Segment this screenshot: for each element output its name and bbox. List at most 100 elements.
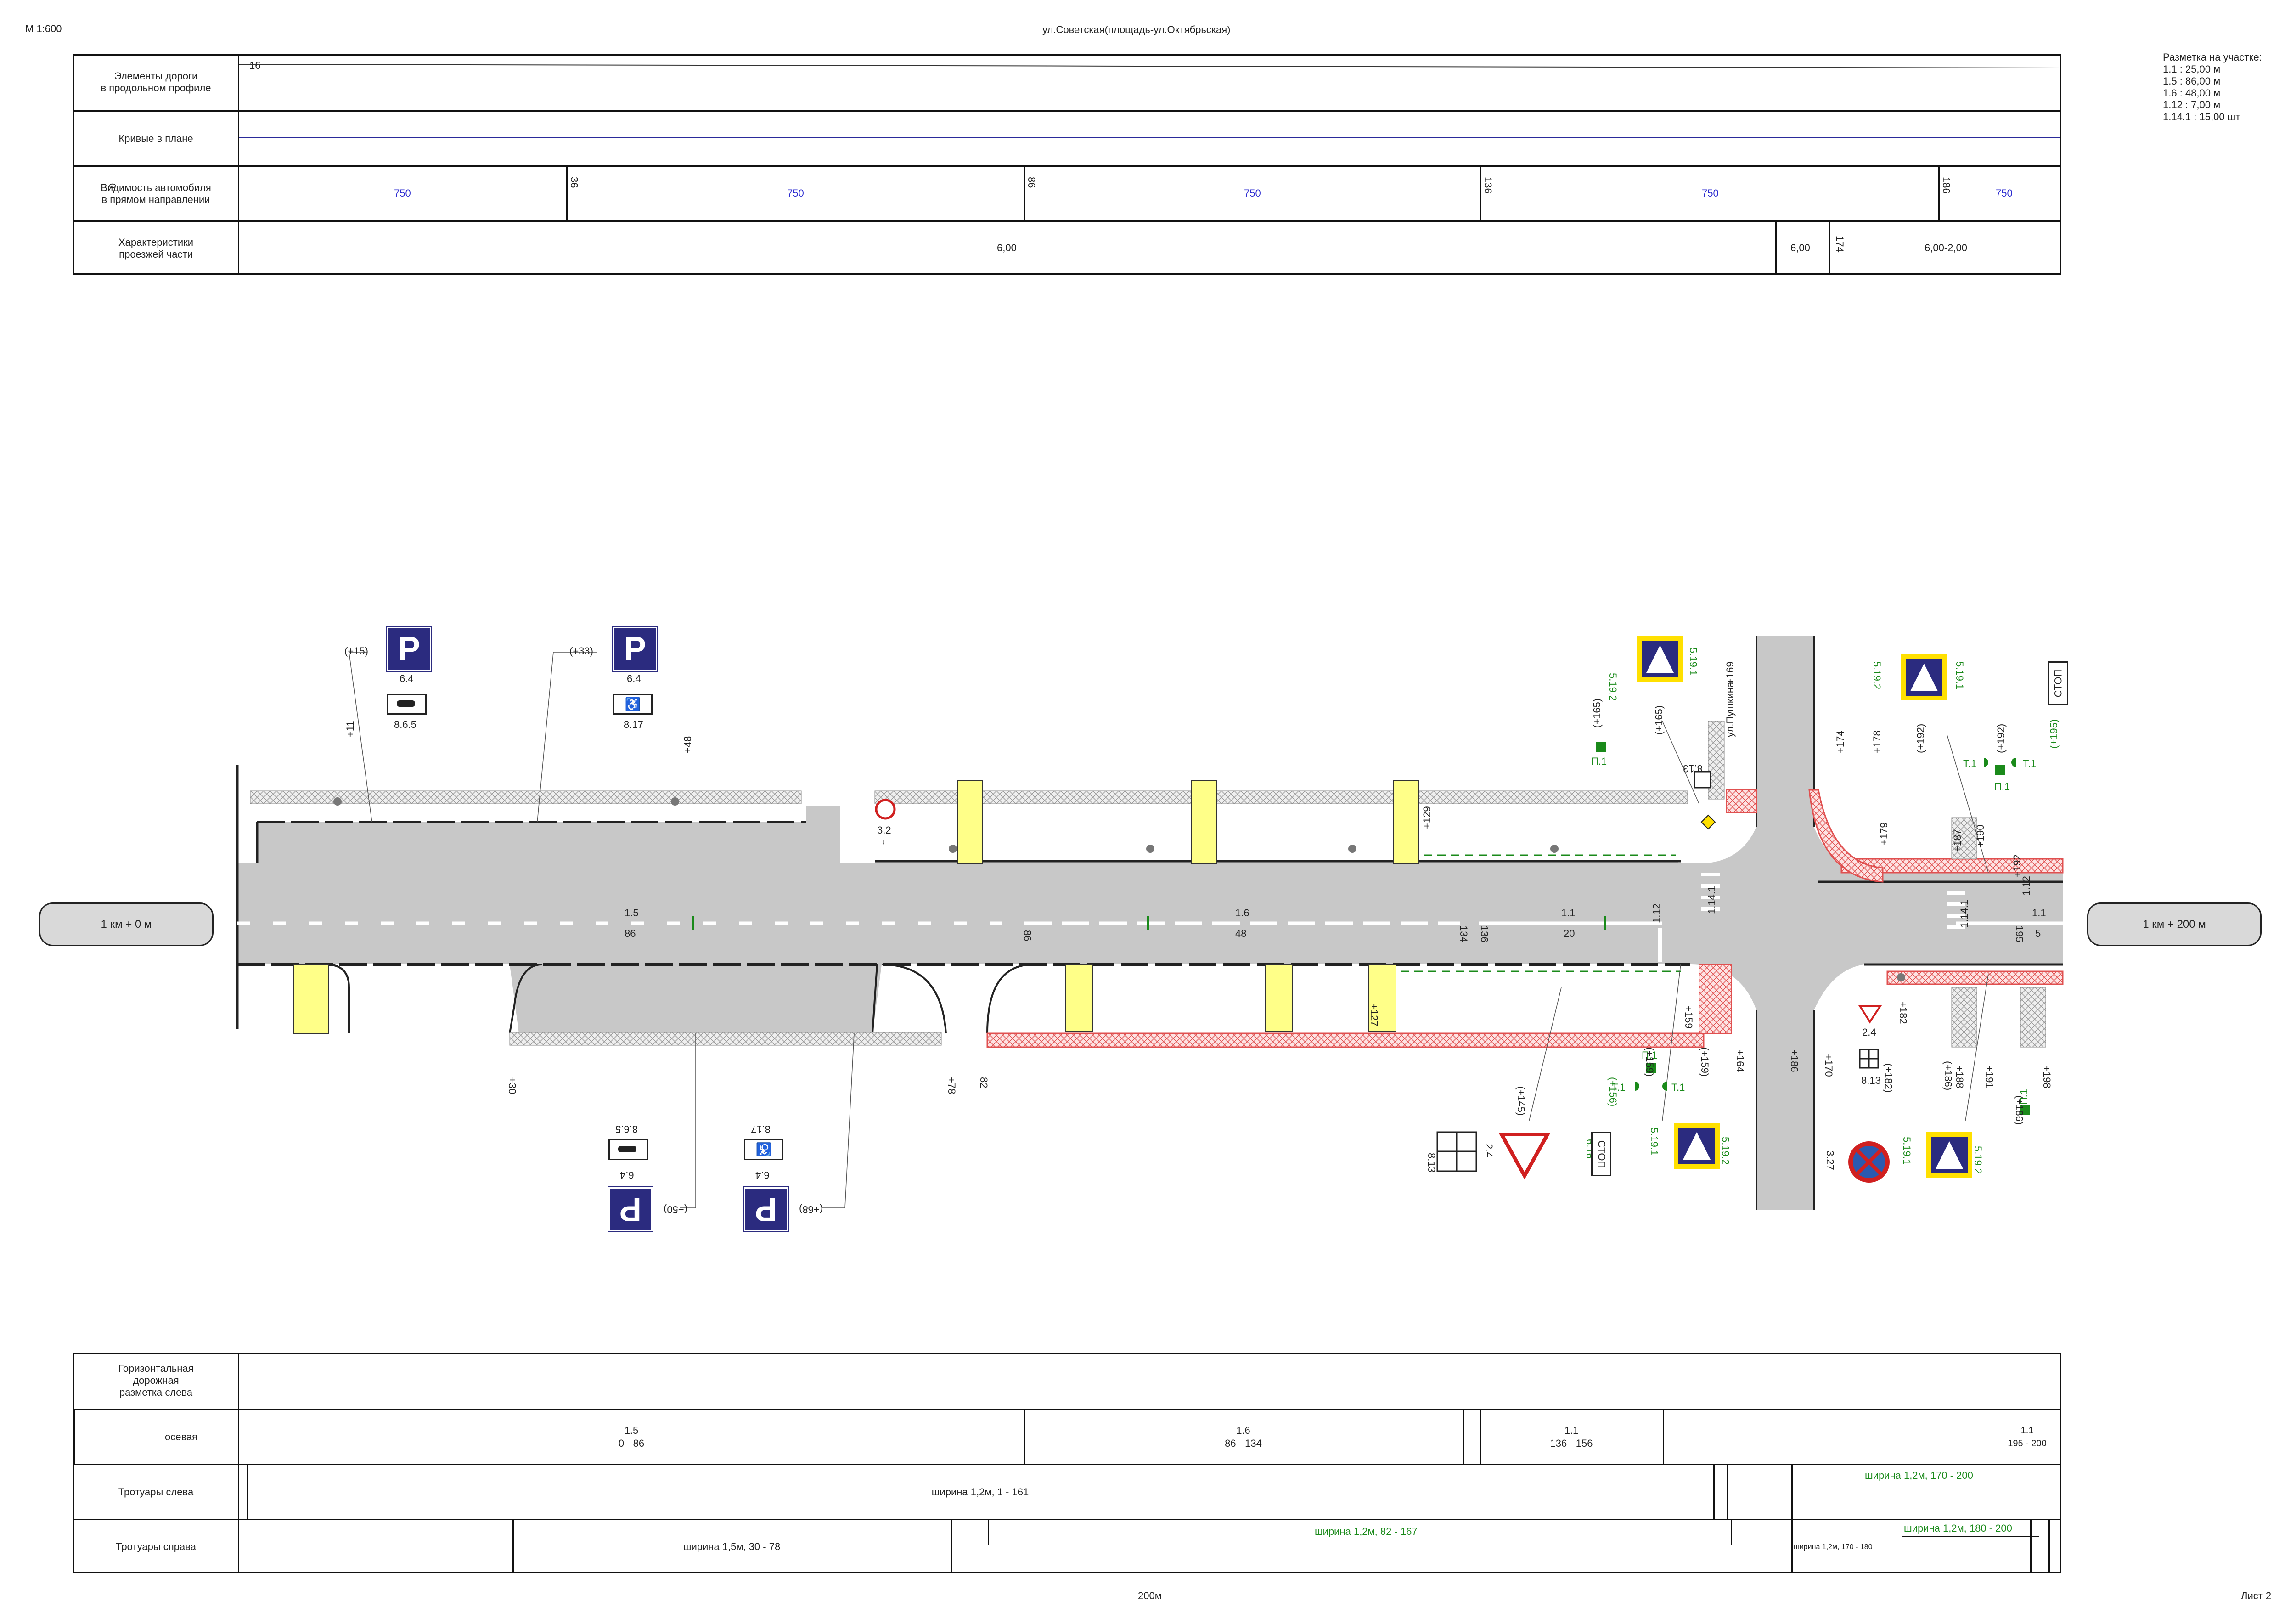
ref-label: (+192): [1915, 723, 1926, 753]
sidewalk-bottom: [509, 1032, 942, 1046]
yield-sign: [1498, 1133, 1551, 1180]
marking-header-row: Горизонтальная дорожная разметка слева: [74, 1353, 2060, 1409]
curves-row-label: Кривые в плане: [74, 112, 239, 165]
sidewalk-top: [874, 790, 1688, 804]
street-chainage: +169: [1724, 661, 1736, 684]
chainage-label: +179: [1878, 822, 1890, 845]
visibility-value: 750: [787, 187, 804, 199]
marking-code: 1.14.1: [1706, 885, 1717, 914]
axis-length: 20: [1564, 928, 1575, 939]
chainage-label: +78: [946, 1077, 957, 1094]
parking-sign: P: [387, 627, 431, 671]
sidewalk-hatch-side: [2020, 987, 2046, 1048]
street-name: ул.Пушкина: [1724, 682, 1736, 737]
axis-row-label: осевая: [124, 1410, 239, 1464]
junction-bottom-left: [1690, 964, 1756, 1010]
visibility-value: 750: [1996, 187, 2013, 199]
marking-code: 1.12: [2020, 876, 2032, 896]
plate-code: 8.13: [1683, 763, 1703, 774]
chainage-label: +164: [1734, 1049, 1746, 1072]
crosswalk-sign: [1637, 636, 1972, 1178]
curves-line: [239, 137, 2060, 138]
stop-text: СТОП: [2052, 669, 2064, 698]
plate-code: 8.17: [624, 719, 643, 730]
right-sidewalk-value: ширина 1,5м, 30 - 78: [683, 1540, 781, 1552]
plate-8-13: [1436, 771, 1879, 1172]
chainage-label: +129: [1421, 806, 1433, 829]
scale-label: М 1:600: [25, 23, 62, 34]
junction-bottom-right: [1814, 964, 1864, 1010]
chainage-label: +188: [1954, 1066, 1965, 1088]
curves-row: Кривые в плане: [74, 110, 2060, 165]
profile-row-label: Элементы дороги в продольном профиле: [74, 54, 239, 110]
parking-bay-bottom: [349, 964, 987, 1033]
stop-plate: СТОП: [1591, 1132, 1611, 1176]
side-caption: [74, 1410, 125, 1464]
right-sidewalk-green-box: ширина 1,2м, 82 - 167: [988, 1520, 1732, 1545]
marking-table: Горизонтальная дорожная разметка слева о…: [73, 1353, 2061, 1573]
km-end-marker: 1 км + 200 м: [2087, 902, 2262, 946]
axis-code: 1.5: [625, 907, 639, 919]
plate-code: 8.13: [1861, 1075, 1881, 1086]
crossing-red: [1699, 964, 1732, 1034]
profile-row: Элементы дороги в продольном профиле 16: [74, 54, 2061, 110]
axis-chainage: 86: [1022, 930, 1033, 942]
car-plate-icon: [608, 1139, 648, 1160]
junction-top-left: [1699, 827, 1756, 863]
no-vehicles-sign: [875, 799, 896, 820]
axis-cell-code: 1.1: [1564, 1424, 1579, 1436]
chainage-label: +191: [1984, 1066, 1995, 1088]
profile-table: Элементы дороги в продольном профиле 16 …: [73, 54, 2061, 275]
ref-label: (+192): [1995, 723, 2007, 753]
ref-label: (+182): [1883, 1063, 1894, 1093]
chainage-label: +182: [1897, 1001, 1909, 1024]
axis-cell-range: 136 - 156: [1550, 1437, 1593, 1449]
yellow-crossing: [1265, 964, 1293, 1032]
axis-cell-code: 1.6: [1236, 1424, 1250, 1436]
carriageway-value: 6,00: [997, 242, 1017, 254]
legend-line: 1.12 : 7,00 м: [2163, 99, 2221, 111]
axis-chainage: 136: [1479, 925, 1490, 942]
sign-code: 3.2: [877, 824, 891, 836]
carriageway-row: Характеристики проезжей части 6,00 6,00 …: [74, 220, 2060, 275]
ref-label: (+186): [2014, 1095, 2025, 1125]
sign-code: 5.19.2: [1871, 661, 1883, 690]
yellow-crossing: [1393, 780, 1419, 864]
sign-code: 6.4: [627, 673, 641, 684]
chainage-label: +127: [1368, 1004, 1380, 1026]
legend-line: 1.14.1 : 15,00 шт: [2163, 111, 2240, 123]
chainage-label: +159: [1683, 1006, 1694, 1029]
axis-chainage: 134: [1458, 925, 1469, 942]
side-street: [1756, 636, 1814, 1210]
right-sidewalk-label: Тротуары справа: [74, 1520, 239, 1573]
traffic-light-code: П.1: [1591, 756, 1607, 767]
stop-plate: СТОП: [2048, 661, 2068, 705]
junction-top-right: [1814, 827, 1883, 882]
chainage-label: +11: [344, 721, 356, 737]
sign-code: 6.4: [400, 673, 414, 684]
axis-code: 1.1: [1561, 907, 1576, 919]
axis-length: 48: [1235, 928, 1247, 939]
visibility-row-label: Видимость автомобиля в прямом направлени…: [74, 167, 239, 220]
axis-length: 5: [2035, 928, 2041, 939]
chainage-label: +48: [682, 736, 693, 753]
legend-line: 1.1 : 25,00 м: [2163, 63, 2221, 75]
disabled-plate-icon: ♿: [744, 1139, 783, 1160]
chainage-label: +187: [1952, 829, 1963, 852]
traffic-light-code: П.1: [1994, 781, 2010, 792]
parking-sign: P: [744, 1187, 788, 1231]
axis-cell-code: 1.1: [2020, 1425, 2034, 1436]
visibility-row: Видимость автомобиля в прямом направлени…: [74, 165, 2060, 220]
scale-caption: 200м: [1138, 1590, 1162, 1601]
axis-cell-range: 0 - 86: [618, 1437, 645, 1449]
sign-code: 2.4: [1862, 1026, 1876, 1038]
traffic-light-code: Т.1: [2023, 758, 2037, 769]
ref-label: (+159): [1699, 1047, 1711, 1077]
ref-label: (+186): [1942, 1061, 1954, 1091]
parking-bay-top: [257, 806, 840, 863]
ref-label: (+156): [1607, 1077, 1619, 1107]
axis-cell-range: 195 - 200: [2008, 1438, 2047, 1449]
